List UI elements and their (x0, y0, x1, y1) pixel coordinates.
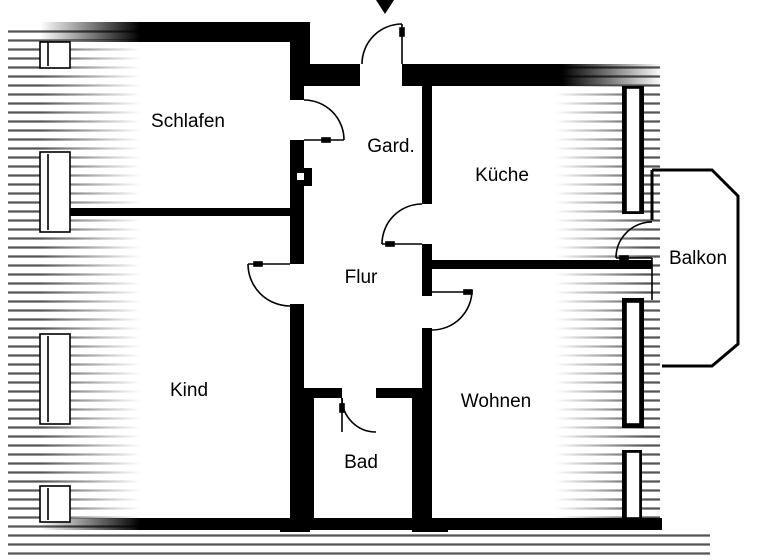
roof-hatch-bottom (8, 530, 710, 558)
roof-hatch-right (556, 65, 660, 530)
right-windows (625, 87, 641, 519)
roof-hatch-left (8, 28, 140, 528)
room-label-kueche: Küche (475, 165, 529, 186)
entrance-arrow-icon (376, 0, 394, 14)
doors (247, 23, 653, 433)
wall-inner-notch (297, 173, 304, 180)
room-label-kind: Kind (170, 380, 208, 401)
left-windows (39, 41, 71, 523)
room-label-gard: Gard. (367, 136, 415, 157)
balcony-outline (650, 168, 740, 368)
room-label-wohnen: Wohnen (461, 391, 531, 412)
room-label-flur: Flur (345, 267, 378, 288)
room-label-balkon: Balkon (669, 248, 727, 269)
room-label-schlafen: Schlafen (151, 111, 225, 132)
room-label-bad: Bad (344, 452, 378, 473)
